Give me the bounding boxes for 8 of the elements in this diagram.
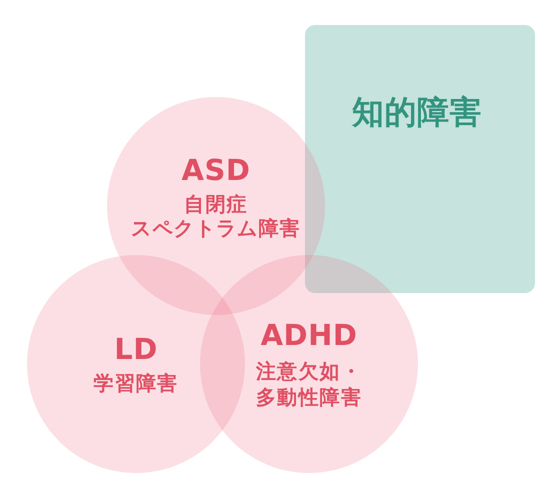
- category-box: [305, 25, 535, 293]
- box-title: 知的障害: [352, 92, 482, 132]
- abbreviation-label: ASD: [182, 153, 250, 187]
- term-label: 自閉症スペクトラム障害: [131, 192, 301, 240]
- abbreviation-label: LD: [114, 332, 158, 366]
- term-label: 学習障害: [94, 370, 178, 394]
- term-label: 注意欠如・多動性障害: [254, 358, 363, 410]
- abbreviation-label: ADHD: [260, 318, 358, 352]
